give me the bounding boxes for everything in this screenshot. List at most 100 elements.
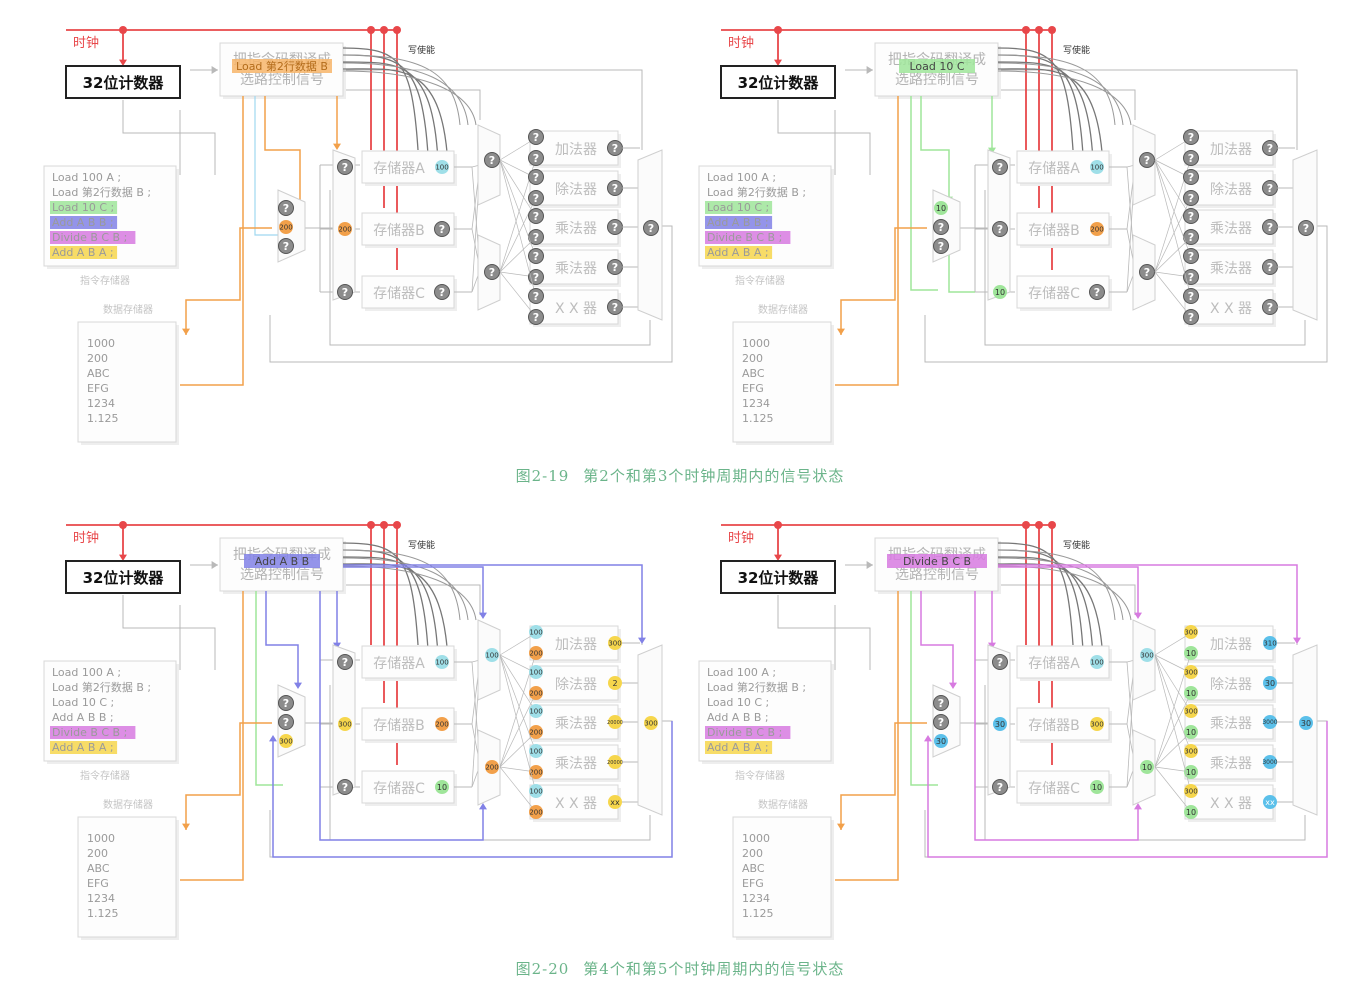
instruction-memory-label: 指令存储器: [80, 274, 130, 287]
wire: [305, 660, 321, 724]
signal-value-text: ?: [439, 286, 445, 299]
signal-value-text: 300: [644, 720, 657, 728]
alu-wire: [1154, 159, 1192, 298]
signal-value-text: 200: [435, 721, 448, 729]
signal-value-text: ?: [283, 697, 289, 710]
caption-number: 图2-20: [515, 960, 570, 978]
data-memory-value: ABC: [87, 862, 110, 875]
signal-value-text: 300: [608, 640, 621, 648]
instruction-highlight: [705, 726, 791, 739]
signal-value-marker: [529, 625, 543, 639]
signal-value-text: ?: [648, 222, 654, 235]
unknown-signal-marker: [1183, 208, 1199, 224]
signal-value-text: ?: [1267, 221, 1273, 234]
signal-value-text: ?: [612, 221, 618, 234]
data-memory-value: 200: [87, 352, 108, 365]
signal-value-text: ?: [533, 231, 539, 244]
signal-value-marker: [1090, 655, 1104, 669]
instruction-highlight: [705, 216, 773, 229]
instruction-line: Add A B B ;: [707, 216, 769, 229]
alu-wire: [1154, 236, 1192, 273]
data-memory-value: 1234: [87, 397, 115, 410]
data-memory-label: 数据存储器: [103, 798, 153, 811]
decoder-label: 选路控制信号: [895, 567, 979, 583]
instruction-line: Add A B A ;: [52, 246, 114, 259]
alu-box: [1184, 744, 1274, 780]
data-memory-value: 1234: [87, 892, 115, 905]
signal-value-marker: [1263, 676, 1277, 690]
signal-value-marker: [529, 686, 543, 700]
unknown-signal-marker: [1183, 288, 1199, 304]
data-memory-value: 1234: [742, 397, 770, 410]
alu-box: [1184, 704, 1274, 740]
control-wire: [265, 591, 299, 685]
unknown-signal-marker: [337, 159, 353, 175]
arrow-head: [479, 803, 487, 810]
arrow-head: [1293, 637, 1301, 644]
signal-value-text: ?: [938, 716, 944, 729]
instruction-line: Add A B B ;: [707, 711, 769, 724]
signal-value-text: ?: [1267, 301, 1273, 314]
signal-value-text: 200: [529, 809, 542, 817]
decoder-overlay-bg: [899, 59, 975, 73]
unknown-signal-marker: [278, 695, 294, 711]
signal-value-marker: [644, 716, 658, 730]
select-wire: [974, 591, 1139, 841]
alu-wire: [499, 731, 537, 768]
arrow-head: [269, 735, 277, 742]
address-wire: [840, 722, 927, 830]
signal-value-text: ?: [1188, 311, 1194, 324]
unknown-signal-marker: [528, 208, 544, 224]
signal-value-marker: [1184, 725, 1198, 739]
signal-value-text: 3000: [1262, 719, 1277, 726]
signal-value-text: ?: [938, 221, 944, 234]
instruction-line: Load 第2行数据 B ;: [52, 185, 151, 199]
feedback-wire: [927, 721, 1328, 858]
unknown-signal-marker: [1183, 269, 1199, 285]
unknown-signal-marker: [434, 284, 450, 300]
unknown-signal-marker: [1139, 152, 1155, 168]
alu-label: 乘法器: [1210, 716, 1252, 732]
signal-value-text: 30: [1265, 679, 1275, 688]
signal-value-marker: [934, 734, 948, 748]
signal-value-marker: [529, 704, 543, 718]
signal-value-text: 10: [1186, 689, 1196, 698]
arrow-head: [988, 642, 996, 649]
signal-value-text: ?: [1188, 192, 1194, 205]
data-memory-value: ABC: [742, 367, 765, 380]
signal-value-text: 10: [1186, 649, 1196, 658]
signal-value-marker: [1184, 646, 1198, 660]
signal-value-marker: [993, 717, 1007, 731]
panel-4: 时钟32位计数器把指令码翻译成选路控制信号Divide B C B写使能Load…: [698, 521, 1328, 940]
signal-value-text: ?: [439, 223, 445, 236]
signal-value-text: ?: [1267, 142, 1273, 155]
alu-label: 乘法器: [1210, 221, 1252, 237]
signal-value-text: 300: [1090, 721, 1103, 729]
arrow-head: [837, 823, 845, 830]
arrow-head: [638, 637, 646, 644]
arrow-head: [924, 735, 932, 742]
signal-value-text: 3000: [1262, 759, 1277, 766]
wire: [329, 190, 651, 346]
instruction-line: Load 100 A ;: [707, 171, 776, 184]
signal-value-text: ?: [533, 131, 539, 144]
alu-wire: [1154, 159, 1192, 258]
wire: [998, 89, 1136, 120]
arrow-head: [1134, 612, 1142, 619]
select-curve: [997, 557, 1124, 621]
instruction-highlight: [50, 741, 118, 754]
signal-value-text: 10: [437, 783, 447, 792]
signal-value-marker: [1184, 744, 1198, 758]
instruction-highlight: [705, 201, 773, 214]
unknown-signal-marker: [278, 238, 294, 254]
signal-value-marker: [529, 646, 543, 660]
unknown-signal-marker: [933, 238, 949, 254]
data-memory-value: 1.125: [87, 412, 119, 425]
signal-value-text: ?: [1267, 261, 1273, 274]
signal-value-text: 100: [1090, 659, 1103, 667]
alu-wire: [1154, 632, 1192, 656]
data-memory-value: EFG: [87, 382, 109, 395]
alu-label: 乘法器: [555, 756, 597, 772]
unknown-signal-marker: [992, 221, 1008, 237]
signal-value-marker: [1184, 665, 1198, 679]
